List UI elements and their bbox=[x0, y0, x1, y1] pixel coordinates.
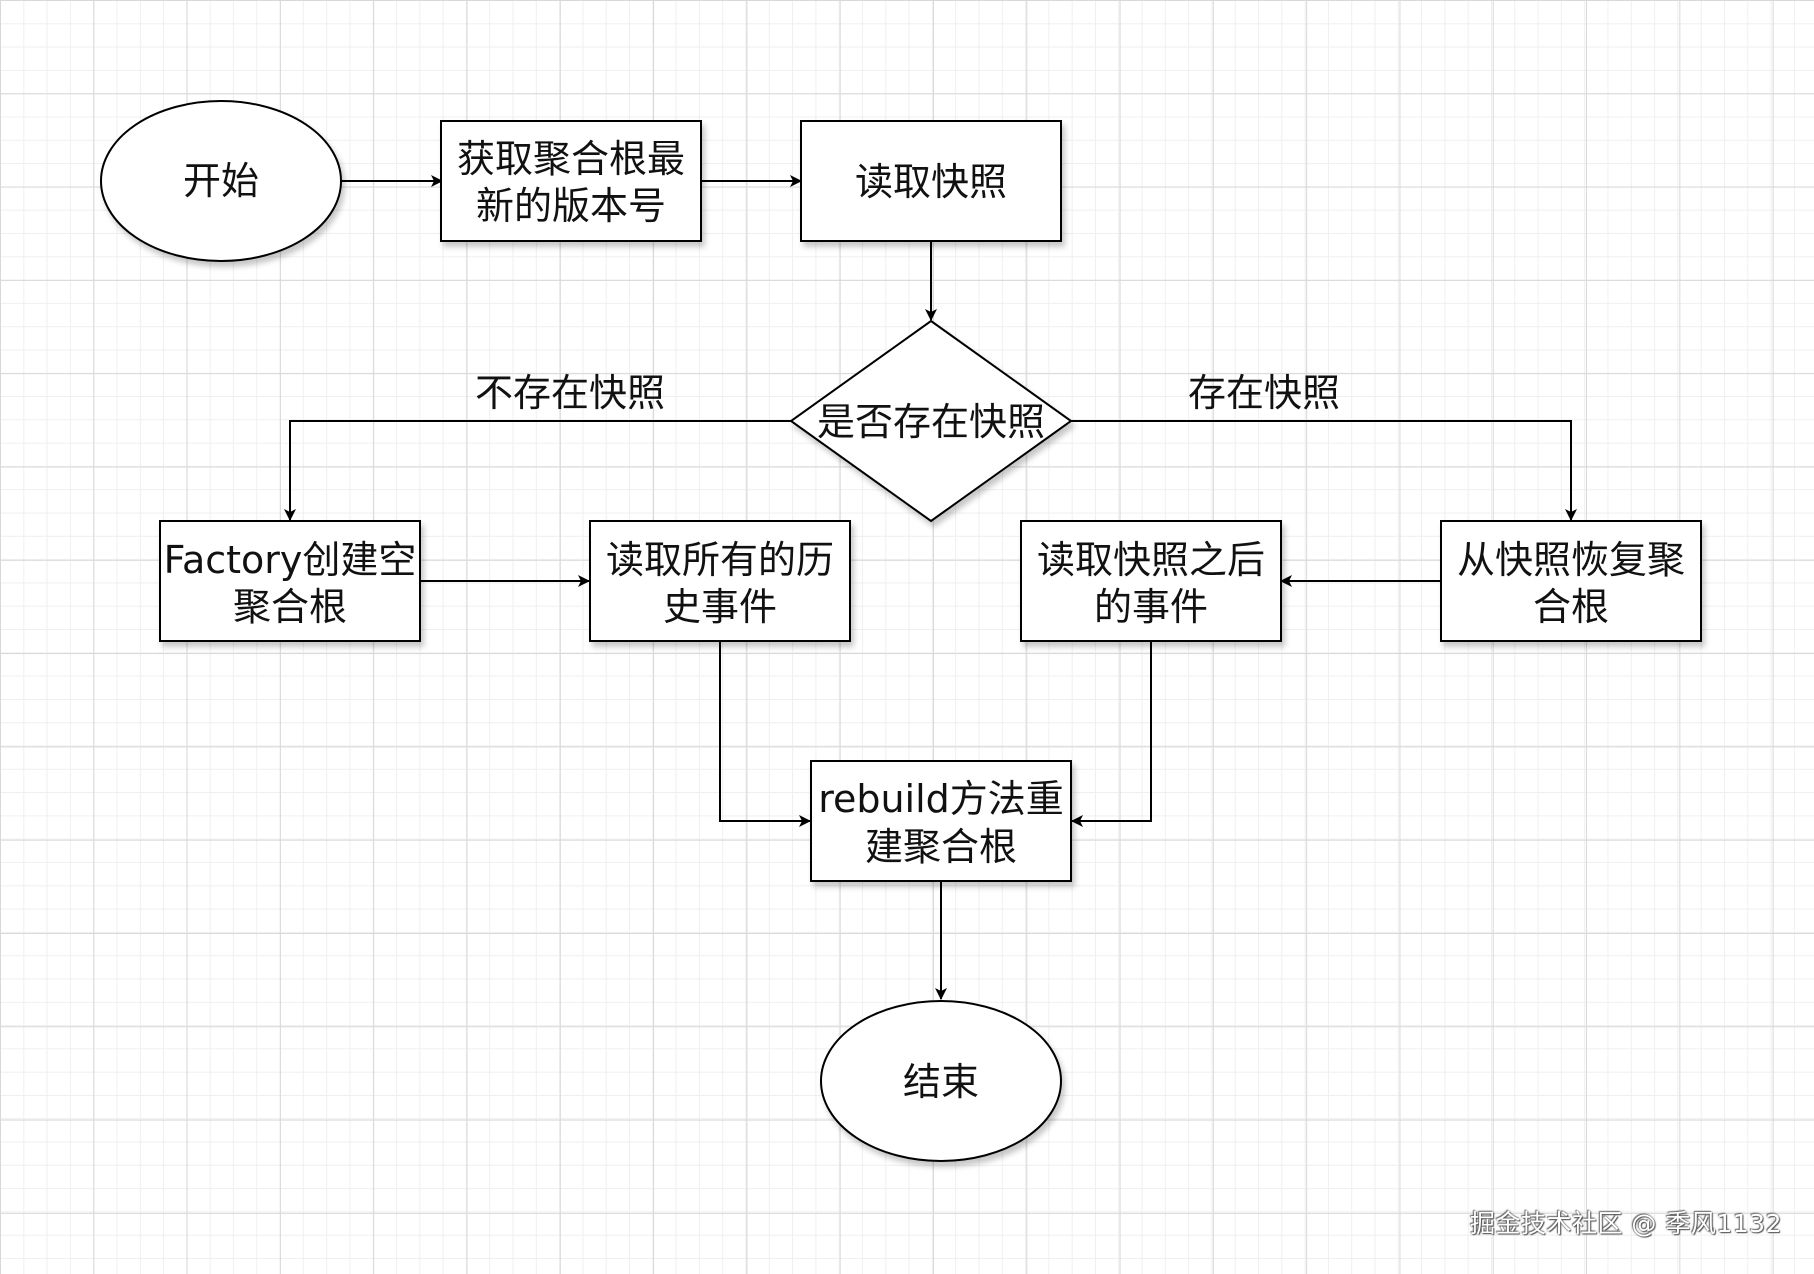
edge-decision-to-factory bbox=[284, 420, 792, 521]
start-node[interactable]: 开始 bbox=[100, 100, 342, 262]
read-after-snapshot-label-line1: 读取快照之后 bbox=[1037, 538, 1265, 582]
read-all-events-label-line2: 史事件 bbox=[663, 585, 777, 629]
end-node-label: 结束 bbox=[903, 1060, 979, 1104]
get-version-label-line2: 新的版本号 bbox=[476, 184, 666, 228]
factory-label-line2: 聚合根 bbox=[233, 585, 347, 629]
restore-from-snapshot-label-line2: 合根 bbox=[1533, 585, 1609, 629]
read-after-snapshot-node[interactable]: 读取快照之后 的事件 bbox=[1020, 520, 1282, 642]
rebuild-label-line2: 建聚合根 bbox=[865, 825, 1017, 869]
watermark: 掘金技术社区 @ 季风1132 bbox=[1469, 1209, 1782, 1238]
restore-from-snapshot-node[interactable]: 从快照恢复聚 合根 bbox=[1440, 520, 1702, 642]
read-snapshot-node[interactable]: 读取快照 bbox=[800, 120, 1062, 242]
factory-label-line1: Factory创建空 bbox=[164, 538, 417, 582]
read-snapshot-label: 读取快照 bbox=[855, 160, 1007, 204]
decision-node[interactable]: 是否存在快照 bbox=[789, 319, 1073, 523]
decision-label: 是否存在快照 bbox=[817, 400, 1045, 444]
rebuild-node[interactable]: rebuild方法重 建聚合根 bbox=[810, 760, 1072, 882]
restore-from-snapshot-label-line1: 从快照恢复聚 bbox=[1457, 538, 1685, 582]
rebuild-label-line1: rebuild方法重 bbox=[818, 777, 1064, 821]
factory-node[interactable]: Factory创建空 聚合根 bbox=[159, 520, 421, 642]
end-node[interactable]: 结束 bbox=[820, 1000, 1062, 1162]
get-version-node[interactable]: 获取聚合根最 新的版本号 bbox=[440, 120, 702, 242]
edge-read-all-to-rebuild bbox=[719, 641, 811, 827]
edge-read-after-to-rebuild bbox=[1071, 641, 1152, 827]
get-version-label-line1: 获取聚合根最 bbox=[457, 137, 685, 181]
read-all-events-label-line1: 读取所有的历 bbox=[606, 538, 834, 582]
read-all-events-node[interactable]: 读取所有的历 史事件 bbox=[589, 520, 851, 642]
edge-decision-to-restore bbox=[1071, 420, 1577, 521]
edge-label-no-snapshot: 不存在快照 bbox=[475, 371, 665, 415]
edges bbox=[284, 175, 1577, 1000]
edge-label-has-snapshot: 存在快照 bbox=[1188, 371, 1340, 415]
read-after-snapshot-label-line2: 的事件 bbox=[1094, 585, 1208, 629]
start-node-label: 开始 bbox=[183, 159, 259, 203]
